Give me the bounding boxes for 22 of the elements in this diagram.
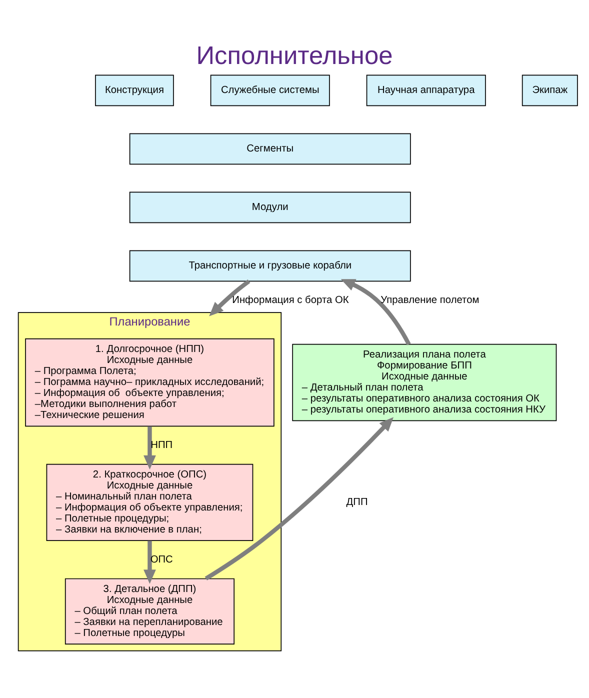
node-box: 2. Краткосрочное (ОПС) Исходные данные – Номинальный план полета – Информация об объекте управления; – Полетные процедуры; – Заявки на включение в план; xyxy=(46,464,254,542)
arrow xyxy=(340,279,411,346)
arrow xyxy=(144,540,156,584)
edge-label: Управление полетом xyxy=(380,294,480,306)
node-box: 1. Долгосрочное (НПП) Исходные данные – Программа Полета; – Пограмма научно– прикладных исследований; – Информация об объекте управления; –Методики выполнения работ –Технические решения xyxy=(25,338,274,427)
node-box: 3. Детальное (ДПП) Исходные данные – Общий план полета – Заявки на перепланирование – Полетные процедуры xyxy=(64,578,235,644)
edge-label: ОПС xyxy=(150,554,173,566)
diagram-title: Исполнительное xyxy=(196,42,393,70)
edge-label: Информация с борта ОК xyxy=(232,294,349,306)
edge-label: ДПП xyxy=(346,497,368,508)
arrow xyxy=(209,280,250,316)
arrow xyxy=(144,426,156,470)
node-box: Сегменты xyxy=(129,133,411,165)
node-box: Модули xyxy=(129,192,411,224)
arrow xyxy=(204,417,394,580)
edge-label: НПП xyxy=(150,440,173,451)
node-box: Научная аппаратура xyxy=(366,74,486,106)
node-box: Транспортные и грузовые корабли xyxy=(129,250,411,282)
node-box: Конструкция xyxy=(95,74,174,106)
node-box: Служебные системы xyxy=(210,74,330,106)
node-box: Экипаж xyxy=(522,74,578,106)
node-box: Реализация плана полета Формирование БПП Исходные данные – Детальный план полета – результаты оперативного анализа состояния ОК – результаты оперативного анализа состояния НКУ xyxy=(292,344,557,422)
